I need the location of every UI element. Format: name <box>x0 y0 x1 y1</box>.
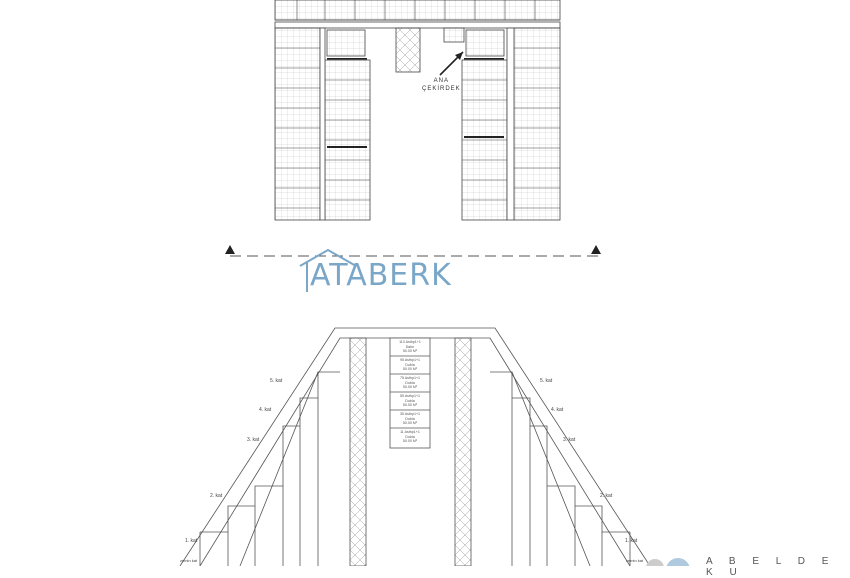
core-label: ANA ÇEKİRDEK <box>422 77 461 93</box>
floor-label-right-3: 3. kat <box>563 437 576 443</box>
watermark-text: ATABERK <box>310 258 452 293</box>
brand-footer-text: A B E L D E K U <box>706 556 836 578</box>
floor-plan <box>274 0 561 221</box>
core-label-line1: ANA <box>433 78 450 84</box>
watermark-house-icon <box>299 248 357 292</box>
floor-label-left-2: 2. kat <box>210 493 223 499</box>
floor-label-right-2: 2. kat <box>600 493 613 499</box>
ground-note-right: zemin kat <box>626 558 644 563</box>
floor-label-left-5: 5. kat <box>270 378 283 384</box>
elevation-drawing <box>179 327 651 566</box>
ground-note-left: zemin kat <box>180 558 198 563</box>
floor-label-left-1: 1. kat <box>185 538 198 544</box>
floor-label-right-1: 1. kat <box>625 538 638 544</box>
floor-label-right-4: 4. kat <box>551 407 564 413</box>
core-label-line2: ÇEKİRDEK <box>422 86 461 92</box>
core-arrow <box>439 51 464 76</box>
section-line <box>225 245 601 257</box>
architectural-drawing <box>179 0 690 566</box>
floor-label-right-5: 5. kat <box>540 378 553 384</box>
floor-label-left-3: 3. kat <box>247 437 260 443</box>
brand-logo-icon <box>646 558 690 566</box>
floor-label-left-4: 4. kat <box>259 407 272 413</box>
